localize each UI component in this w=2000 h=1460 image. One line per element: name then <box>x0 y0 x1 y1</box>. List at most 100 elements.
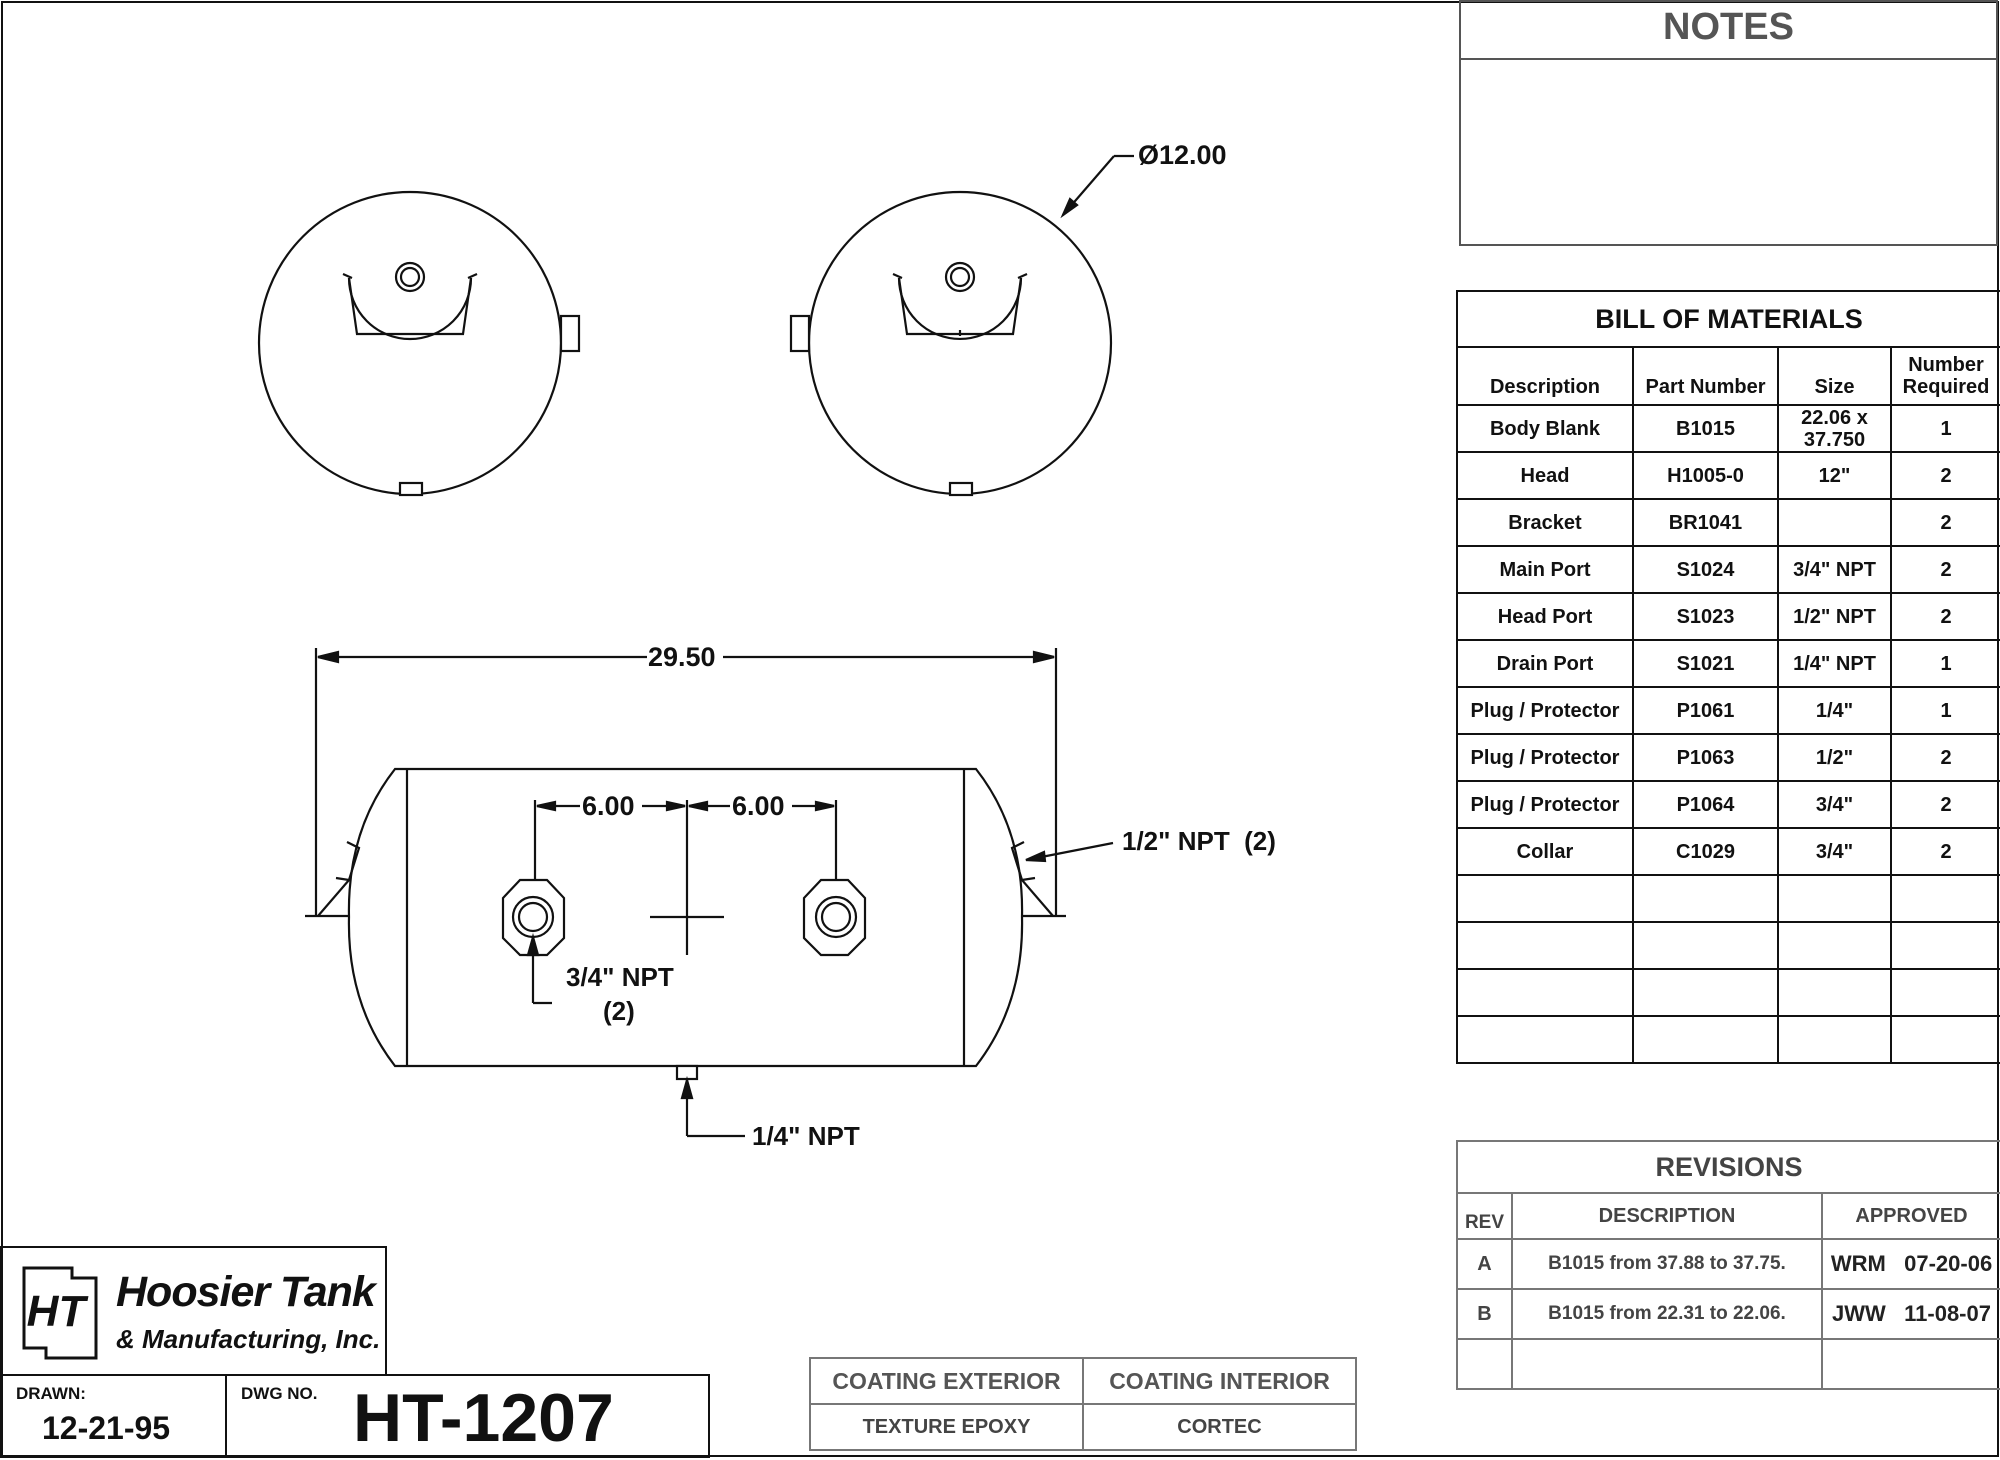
bom-cell-qty: 1 <box>1889 639 2000 688</box>
bom-cell-part-number: S1024 <box>1632 545 1779 594</box>
bom-cell-description: Body Blank <box>1456 404 1634 453</box>
bom-cell-description: Head Port <box>1456 592 1634 641</box>
table-row <box>1456 874 2000 923</box>
rev-cell-rev: B <box>1456 1288 1513 1340</box>
bom-cell-qty: 2 <box>1889 451 2000 500</box>
bom-cell-part-number: S1023 <box>1632 592 1779 641</box>
bom-cell-part-number: C1029 <box>1632 827 1779 876</box>
port-spacing-left-dimension: 6.00 <box>582 791 635 821</box>
drawing-number-box: DWG NO. HT-1207 <box>225 1374 710 1458</box>
bom-cell-part-number: P1064 <box>1632 780 1779 829</box>
company-logo-box: HT Hoosier Tank & Manufacturing, Inc. <box>0 1246 387 1376</box>
bom-header-size: Size <box>1777 346 1892 406</box>
bom-cell-size: 1/2" NPT <box>1777 592 1892 641</box>
bom-cell-description: Drain Port <box>1456 639 1634 688</box>
drain-port-callout: 1/4" NPT <box>752 1121 860 1151</box>
bom-cell-qty: 2 <box>1889 498 2000 547</box>
bom-cell-qty: 1 <box>1889 686 2000 735</box>
bill-of-materials-table: BILL OF MATERIALS Description Part Numbe… <box>1455 290 2000 1064</box>
bom-cell-part-number: P1063 <box>1632 733 1779 782</box>
notes-title: NOTES <box>1461 2 1996 60</box>
bom-cell-part-number: P1061 <box>1632 686 1779 735</box>
rev-cell-approved: JWW 11-08-07 <box>1820 1288 2000 1340</box>
diameter-dimension: Ø12.00 <box>1138 140 1227 170</box>
bom-cell-part-number: H1005-0 <box>1632 451 1779 500</box>
bom-cell-qty: 2 <box>1889 780 2000 829</box>
bom-cell-size: 3/4" NPT <box>1777 545 1892 594</box>
company-name-line2: & Manufacturing, Inc. <box>116 1324 381 1354</box>
length-dimension: 29.50 <box>648 642 716 672</box>
notes-box: NOTES <box>1459 0 1998 246</box>
tank-drawing <box>257 154 1134 1138</box>
table-row <box>1456 1015 2000 1064</box>
company-name: Hoosier Tank <box>116 1268 376 1316</box>
drawing-number: HT-1207 <box>353 1380 614 1456</box>
bom-cell-part-number: S1021 <box>1632 639 1779 688</box>
rev-cell-description: B1015 from 37.88 to 37.75. <box>1511 1238 1823 1290</box>
bom-cell-size: 1/2" <box>1777 733 1892 782</box>
bom-title: BILL OF MATERIALS <box>1455 290 2000 348</box>
drawn-box: DRAWN: 12-21-95 <box>0 1374 227 1458</box>
bom-cell-size: 3/4" <box>1777 780 1892 829</box>
coating-exterior-value: TEXTURE EPOXY <box>809 1403 1084 1451</box>
port-spacing-right-dimension: 6.00 <box>732 791 785 821</box>
rev-cell-description: B1015 from 22.31 to 22.06. <box>1511 1288 1823 1340</box>
table-row <box>1456 1338 2000 1390</box>
logo-mark: HT <box>27 1287 89 1336</box>
bom-cell-qty: 2 <box>1889 592 2000 641</box>
side-view <box>305 767 1066 1081</box>
end-view-right <box>789 190 1113 497</box>
bom-cell-description: Head <box>1456 451 1634 500</box>
bom-cell-size: 3/4" <box>1777 827 1892 876</box>
table-row <box>1456 968 2000 1017</box>
bom-cell-description: Bracket <box>1456 498 1634 547</box>
bom-cell-size: 1/4" NPT <box>1777 639 1892 688</box>
rev-header-description: DESCRIPTION <box>1511 1192 1823 1240</box>
drawn-date: 12-21-95 <box>42 1410 171 1446</box>
dwg-no-label: DWG NO. <box>241 1384 318 1403</box>
rev-header-rev: REV <box>1456 1192 1513 1240</box>
bom-header-part-number: Part Number <box>1632 346 1779 406</box>
bom-cell-description: Main Port <box>1456 545 1634 594</box>
ht-logo-icon: HT <box>22 1266 98 1360</box>
bom-header-description: Description <box>1456 346 1634 406</box>
bom-cell-part-number: BR1041 <box>1632 498 1779 547</box>
bom-cell-description: Plug / Protector <box>1456 780 1634 829</box>
rev-cell-rev: A <box>1456 1238 1513 1290</box>
head-port-callout: 1/2" NPT (2) <box>1122 826 1276 856</box>
bom-cell-qty: 2 <box>1889 827 2000 876</box>
rev-cell-approved: WRM 07-20-06 <box>1820 1238 2000 1290</box>
bom-cell-qty: 2 <box>1889 545 2000 594</box>
end-view-left <box>257 190 581 497</box>
bom-cell-qty: 1 <box>1889 404 2000 453</box>
drawn-label: DRAWN: <box>16 1384 86 1403</box>
table-row <box>1456 921 2000 970</box>
rev-header-approved: APPROVED <box>1820 1192 2000 1240</box>
bom-cell-size: 1/4" <box>1777 686 1892 735</box>
main-port-callout-line2: (2) <box>603 996 635 1026</box>
main-port-callout-line1: 3/4" NPT <box>566 962 674 992</box>
coating-interior-value: CORTEC <box>1082 1403 1357 1451</box>
bom-cell-size: 12" <box>1777 451 1892 500</box>
bom-cell-description: Collar <box>1456 827 1634 876</box>
coating-interior-label: COATING INTERIOR <box>1082 1357 1357 1405</box>
bom-cell-description: Plug / Protector <box>1456 733 1634 782</box>
coating-table: COATING EXTERIOR COATING INTERIOR TEXTUR… <box>809 1357 1357 1451</box>
bom-cell-description: Plug / Protector <box>1456 686 1634 735</box>
